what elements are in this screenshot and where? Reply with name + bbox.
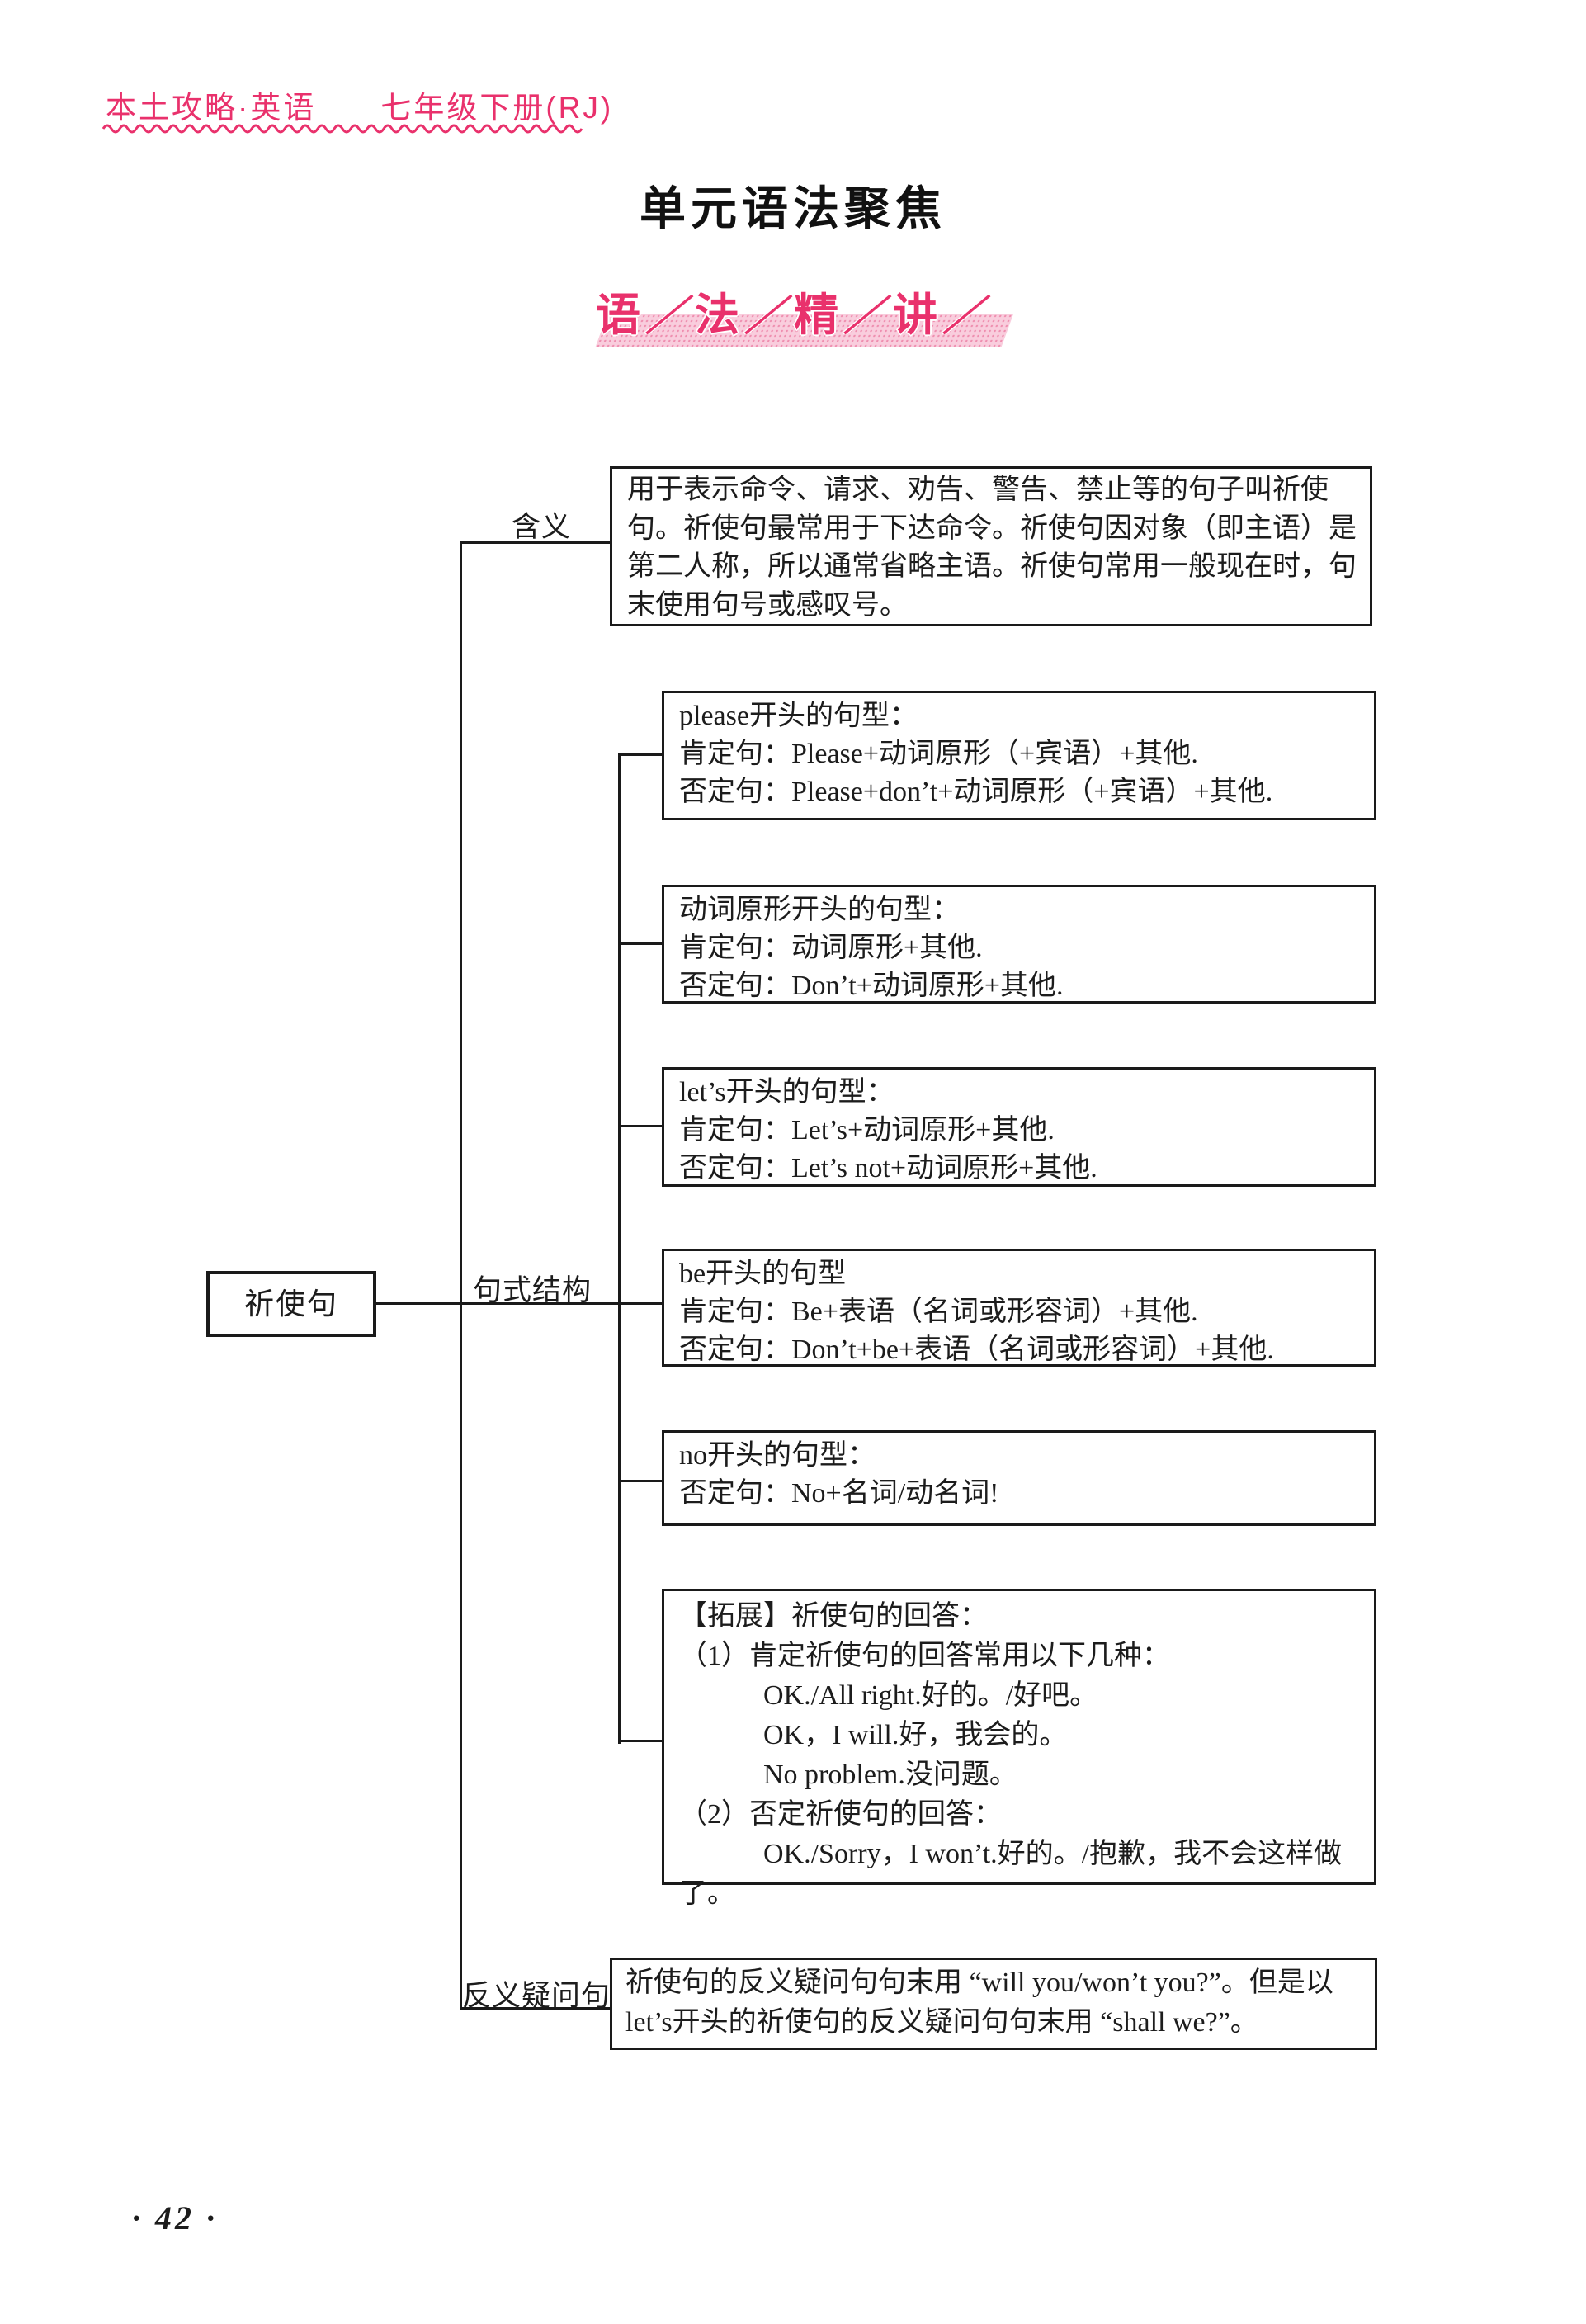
branch-line-lets — [618, 1125, 662, 1127]
structure-box-be: be开头的句型 肯定句：Be+表语（名词或形容词）+其他. 否定句：Don’t+… — [662, 1249, 1376, 1367]
tree-root-connector-line — [375, 1302, 662, 1305]
branch-line-tag — [460, 2007, 610, 2010]
box-line: No problem.没问题。 — [679, 1760, 1017, 1790]
grammar-banner: 语 ／ 法 ／ 精 ／ 讲 ／ — [0, 279, 1586, 347]
meaning-text: 用于表示命令、请求、劝告、警告、禁止等的句子叫祈使句。祈使句最常用于下达命令。祈… — [627, 475, 1357, 621]
branch-line-meaning — [460, 541, 610, 544]
box-line: OK，I will.好，我会的。 — [679, 1720, 1068, 1750]
tag-question-box: 祈使句的反义疑问句句末用 “will you/won’t you?”。但是以 l… — [610, 1958, 1377, 2050]
box-line: （2）否定祈使句的回答： — [679, 1799, 1002, 1830]
box-line: let’s开头的句型： — [679, 1077, 894, 1108]
branch-label-structure: 句式结构 — [473, 1274, 592, 1306]
box-line: 肯定句：Be+表语（名词或形容词）+其他. — [679, 1297, 1198, 1327]
structure-box-verb: 动词原形开头的句型： 肯定句：动词原形+其他. 否定句：Don’t+动词原形+其… — [662, 885, 1376, 1004]
box-line: 肯定句：动词原形+其他. — [679, 933, 983, 963]
root-node-imperative: 祈使句 — [206, 1271, 376, 1337]
box-line: please开头的句型： — [679, 701, 918, 731]
branch-line-please — [618, 753, 662, 756]
banner-unit: 讲 ／ — [892, 290, 1014, 347]
box-line: 祈使句的反义疑问句句末用 “will you/won’t you?”。但是以 — [625, 1967, 1333, 1998]
box-line: 否定句：Please+don’t+动词原形（+宾语）+其他. — [679, 777, 1273, 807]
header-series-title: 本土攻略·英语 — [106, 91, 317, 125]
banner-unit: 法 ／ — [694, 290, 816, 347]
box-line: 肯定句：Please+动词原形（+宾语）+其他. — [679, 739, 1198, 769]
banner-char: 精 — [794, 290, 838, 340]
branch-label-meaning: 含义 — [512, 511, 572, 543]
box-line: no开头的句型： — [679, 1440, 876, 1471]
box-line: 否定句：Don’t+be+表语（名词或形容词）+其他. — [679, 1334, 1274, 1365]
box-line: （1）肯定祈使句的回答常用以下几种： — [679, 1641, 1170, 1671]
branch-line-verb — [618, 942, 662, 945]
box-line: OK./Sorry，I won’t.好的。/抱歉，我不会这样做了。 — [679, 1839, 1343, 1909]
branch-label-tag-question: 反义疑问句 — [462, 1980, 611, 2012]
banner-unit: 语 ／ — [595, 290, 717, 347]
structure-box-no: no开头的句型： 否定句：No+名词/动名词! — [662, 1430, 1376, 1526]
box-line: 否定句：No+名词/动名词! — [679, 1478, 999, 1509]
page-title: 单元语法聚焦 — [640, 184, 946, 235]
header-wavy-underline — [102, 124, 583, 134]
box-line: 否定句：Let’s not+动词原形+其他. — [679, 1153, 1097, 1183]
box-line: 动词原形开头的句型： — [679, 895, 960, 925]
tree-trunk-line-structure — [618, 753, 621, 1744]
banner-char: 讲 — [893, 290, 937, 340]
branch-line-no — [618, 1480, 662, 1482]
header-book-title: 七年级下册(RJ) — [380, 91, 614, 125]
structure-box-lets: let’s开头的句型： 肯定句：Let’s+动词原形+其他. 否定句：Let’s… — [662, 1067, 1376, 1187]
box-line: 否定句：Don’t+动词原形+其他. — [679, 971, 1064, 1001]
banner-char: 语 — [596, 290, 640, 340]
page-header: 本土攻略·英语 七年级下册(RJ) — [106, 83, 613, 127]
box-line: OK./All right.好的。/好吧。 — [679, 1680, 1098, 1711]
structure-box-expand: 【拓展】祈使句的回答： （1）肯定祈使句的回答常用以下几种： OK./All r… — [662, 1589, 1376, 1909]
structure-box-please: please开头的句型： 肯定句：Please+动词原形（+宾语）+其他. 否定… — [662, 691, 1376, 820]
branch-line-expand — [618, 1740, 662, 1742]
box-line: let’s开头的祈使句的反义疑问句句末用 “shall we?”。 — [625, 2007, 1258, 2038]
tree-trunk-line-main — [460, 541, 462, 2010]
page-number: · 42 · — [132, 2199, 218, 2237]
box-line: be开头的句型 — [679, 1259, 847, 1289]
banner-char: 法 — [695, 290, 739, 340]
meaning-box: 用于表示命令、请求、劝告、警告、禁止等的句子叫祈使句。祈使句最常用于下达命令。祈… — [610, 466, 1372, 626]
box-line: 【拓展】祈使句的回答： — [679, 1601, 988, 1632]
banner-unit: 精 ／ — [793, 290, 915, 347]
box-line: 肯定句：Let’s+动词原形+其他. — [679, 1115, 1055, 1145]
